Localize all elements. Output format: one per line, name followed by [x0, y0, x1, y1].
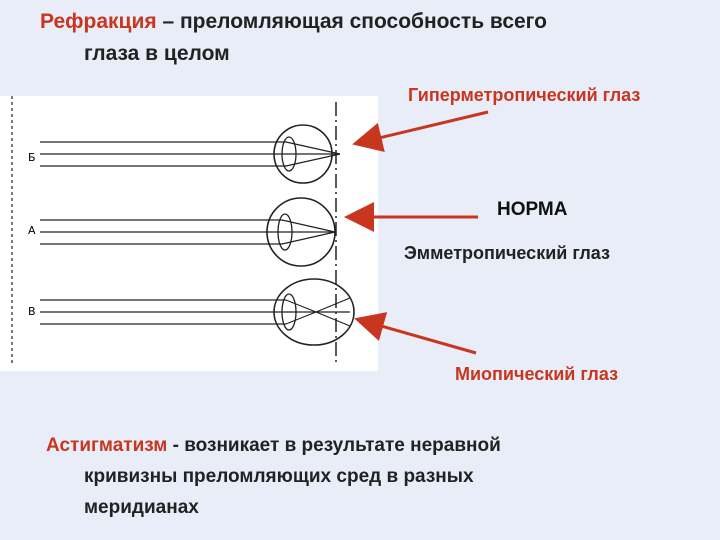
title-term: Рефракция [40, 10, 157, 33]
astigmatism-line3: меридианах [84, 497, 199, 518]
astigmatism-line1: - возникает в результате неравной [167, 435, 501, 456]
label-emmetropic: Эмметропический глаз [404, 243, 610, 263]
astigmatism-line2: кривизны преломляющих сред в разных [84, 466, 474, 487]
title-text: – преломляющая способность всего [156, 10, 547, 33]
label-myopic: Миопический глаз [455, 364, 619, 384]
refraction-diagram: Б А В [0, 96, 378, 371]
row-label-a: А [28, 224, 36, 237]
eye-row-myopic: В [28, 278, 355, 346]
slide-title: Рефракция – преломляющая способность все… [40, 8, 547, 36]
row-label-v: В [28, 305, 36, 318]
astigmatism-text: Астигматизм - возникает в результате нер… [46, 430, 666, 523]
eye-diagram-svg: Б А В [11, 96, 355, 366]
label-norm: НОРМА [497, 199, 568, 220]
title-line2: глаза в целом [84, 42, 230, 65]
eye-row-hyperopic: Б [28, 124, 341, 184]
astigmatism-term: Астигматизм [46, 435, 168, 456]
eye-row-emmetropic: А [28, 197, 336, 267]
row-label-b: Б [28, 151, 36, 164]
label-hyperopic: Гиперметропический глаз [408, 85, 641, 105]
